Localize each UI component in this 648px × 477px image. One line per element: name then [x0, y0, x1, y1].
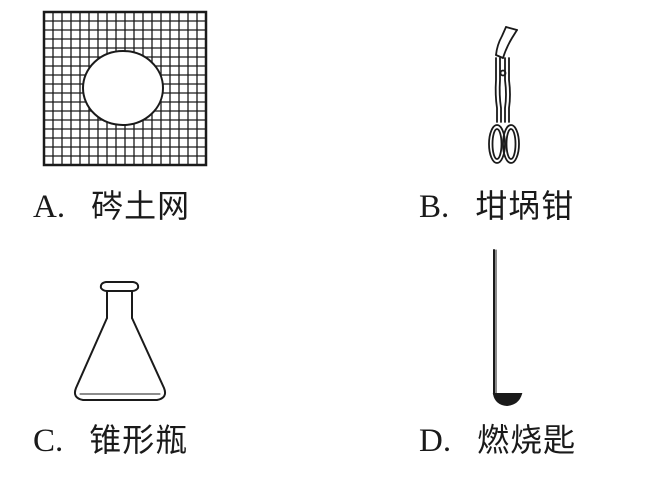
option-c-name: 锥形瓶	[89, 421, 189, 459]
option-d-label: D. 燃烧匙	[419, 420, 576, 461]
option-c-label: C. 锥形瓶	[33, 420, 188, 461]
option-a-label: A. 硶土网	[33, 186, 190, 227]
combustion-spoon-icon	[492, 249, 523, 407]
option-a-name: 硶土网	[91, 187, 191, 225]
conical-flask-icon	[73, 281, 167, 401]
option-b-label: B. 坩埚钳	[419, 186, 574, 227]
option-d-letter: D.	[419, 423, 452, 459]
wire-gauze-icon	[42, 10, 208, 167]
crucible-tongs-icon	[488, 26, 520, 164]
option-a-letter: A.	[33, 189, 66, 225]
option-c-letter: C.	[33, 423, 64, 459]
option-b-name: 坩埚钳	[475, 187, 575, 225]
option-b-letter: B.	[419, 189, 450, 225]
option-d-name: 燃烧匙	[477, 421, 577, 459]
